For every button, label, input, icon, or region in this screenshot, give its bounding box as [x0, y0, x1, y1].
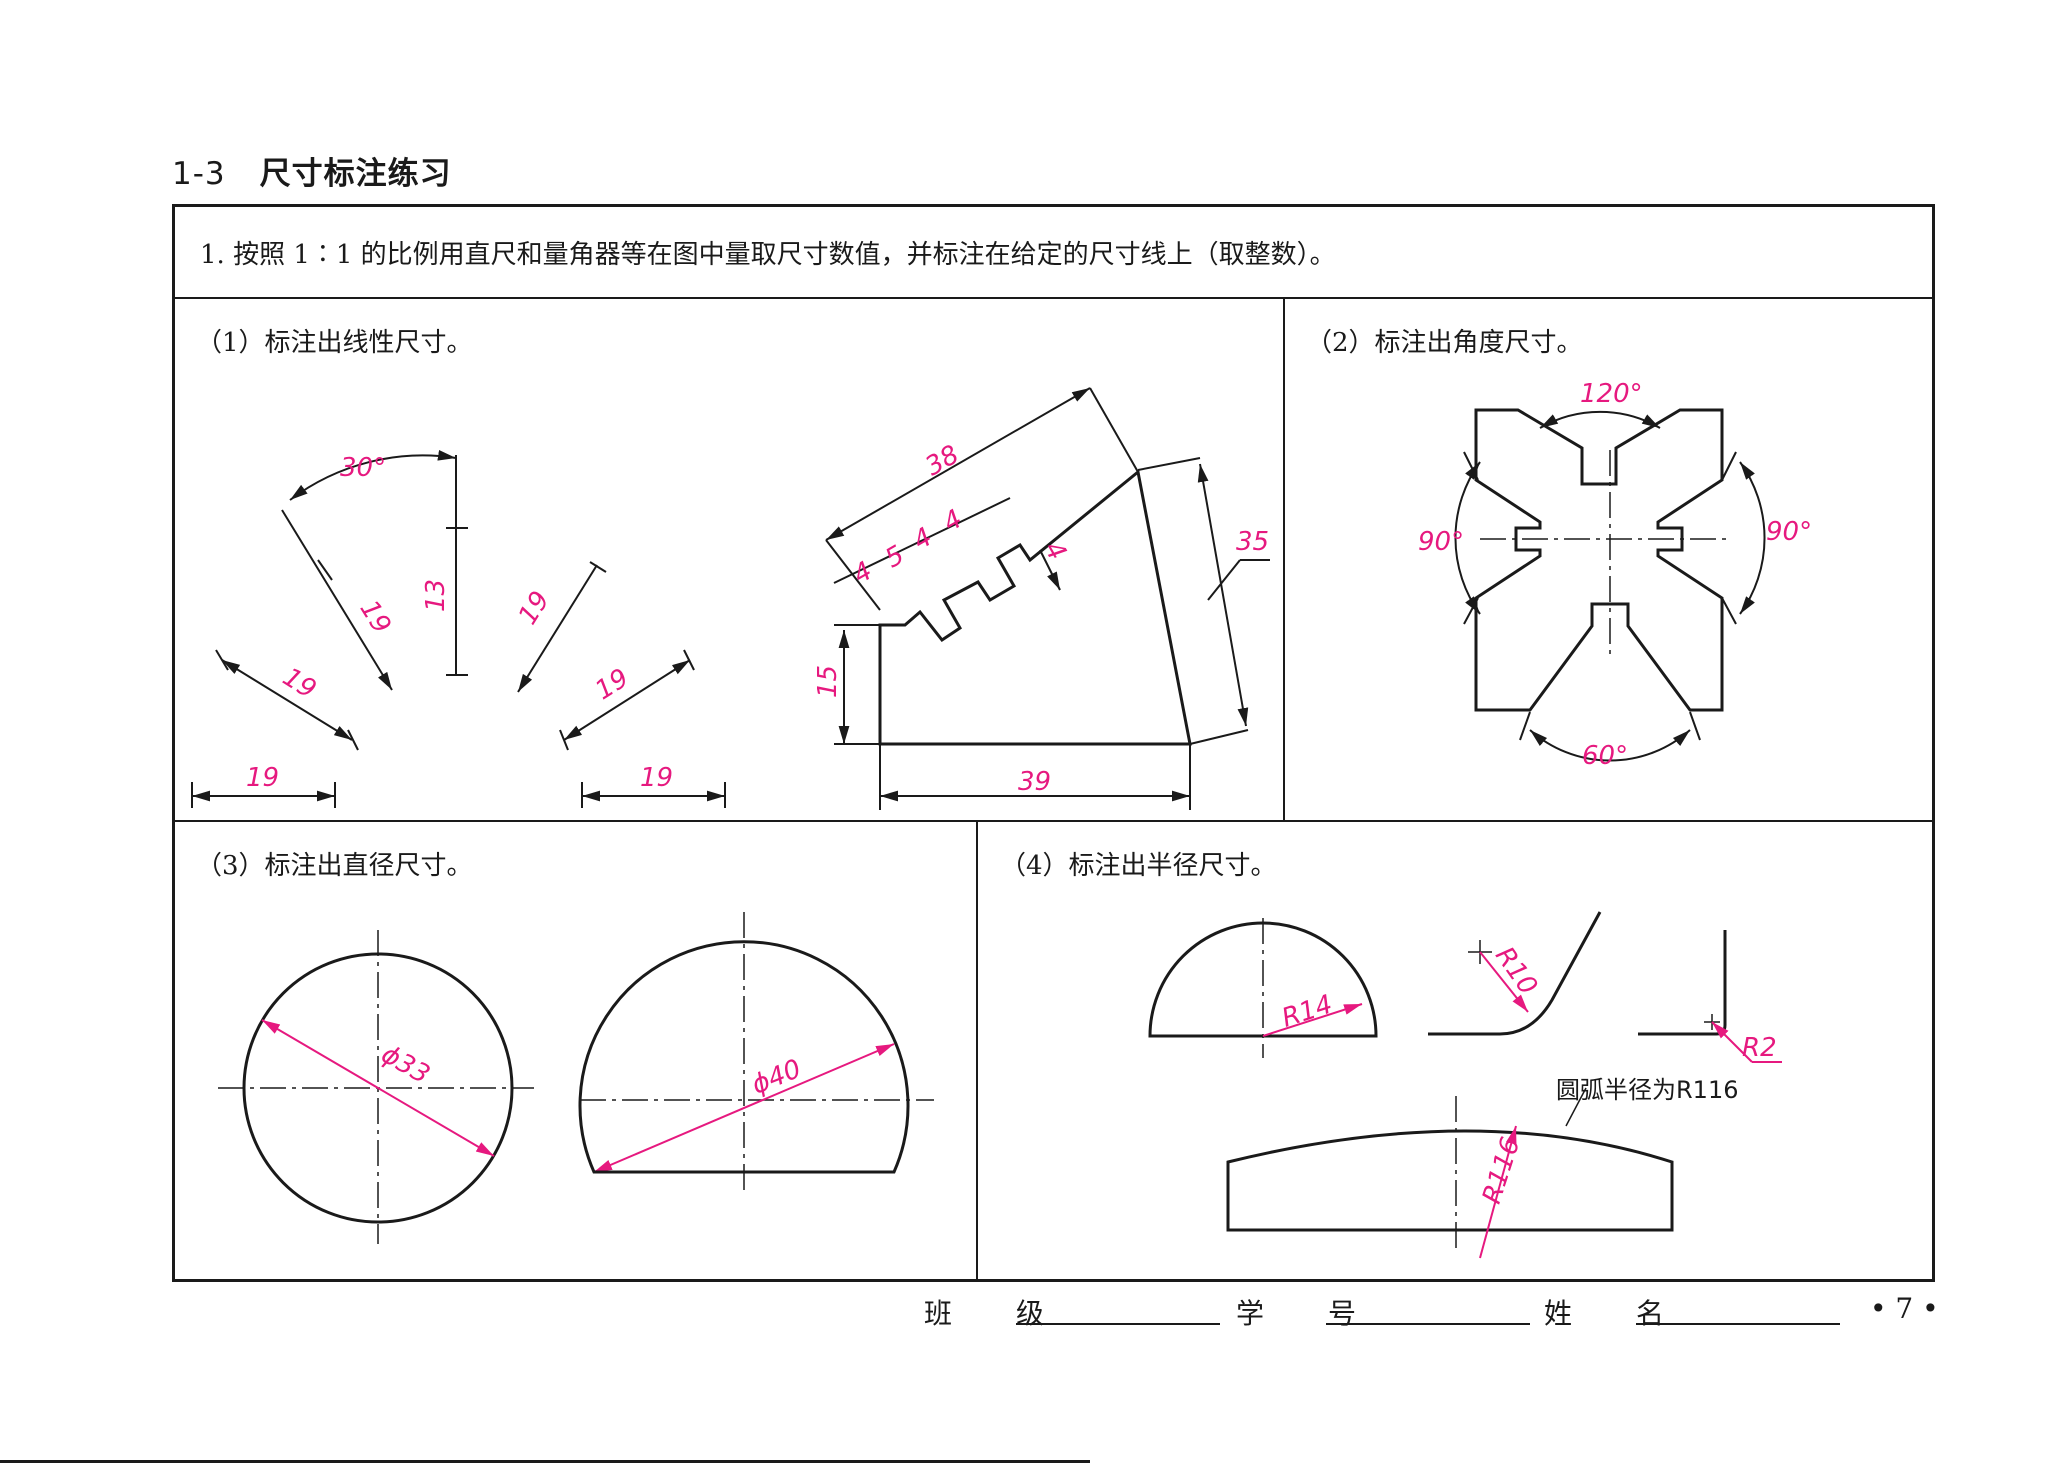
angle-part [1474, 408, 1724, 712]
panel-label-radius: （4）标注出半径尺寸。 [1000, 851, 1277, 881]
radius-lines [1262, 951, 1782, 1259]
section-number: 1-3 [172, 156, 226, 192]
footer-class-label: 班 级 [924, 1297, 1063, 1330]
dim-radius-10: R10 [1489, 942, 1543, 1001]
divider-middle [172, 820, 1935, 822]
instruction-row: 1. 按照 1∶1 的比例用直尺和量角器等在图中量取尺寸数值，并标注在给定的尺寸… [172, 204, 1935, 299]
footer-id-blank[interactable] [1326, 1323, 1530, 1325]
dim-angle-60: 60° [1582, 741, 1628, 771]
dim-angle-90-right: 90° [1766, 517, 1812, 547]
dim-radius-116: R116 [1477, 1134, 1526, 1208]
dim-bottom-right-19: 19 [640, 763, 673, 793]
dim-base-39: 39 [1018, 767, 1051, 797]
angle-arcs [1454, 410, 1766, 762]
page-number: • 7 • [1870, 1292, 1939, 1325]
footer-name-blank[interactable] [1636, 1323, 1840, 1325]
panel-label-diameter: （3）标注出直径尺寸。 [196, 851, 473, 881]
radius-note: 圆弧半径为R116 [1556, 1076, 1738, 1104]
dim-angle-90-left: 90° [1418, 527, 1464, 557]
angle-centerlines [1480, 450, 1730, 660]
dim-bottom-left-19: 19 [246, 763, 279, 793]
divider-top [1283, 299, 1285, 821]
diameter-arc-shape [578, 940, 910, 1174]
dim-fan-19b: 19 [513, 586, 556, 630]
footer-class-blank[interactable] [1016, 1323, 1220, 1325]
dim-step-5: 5 [880, 540, 909, 574]
panel-label-linear: （1）标注出线性尺寸。 [196, 328, 473, 358]
stepped-part [878, 469, 1192, 746]
dim-fan-13: 13 [421, 579, 451, 612]
dim-radius-2: R2 [1742, 1033, 1777, 1063]
dim-angle-30: 30° [340, 453, 386, 483]
dim-radius-14: R14 [1278, 989, 1336, 1033]
panel-label-angle: （2）标注出角度尺寸。 [1306, 328, 1583, 358]
dim-slant-38: 38 [921, 440, 965, 483]
dim-angle-120: 120° [1580, 379, 1643, 409]
diameter-lines [261, 1019, 895, 1173]
section-title: 1-3 尺寸标注练习 [172, 148, 452, 193]
dim-left-15: 15 [813, 665, 843, 698]
exercise-frame [172, 204, 1935, 1282]
section-heading: 尺寸标注练习 [259, 156, 452, 192]
radius-semicircle [1148, 911, 1727, 1232]
instruction-text: 1. 按照 1∶1 的比例用直尺和量角器等在图中量取尺寸数值，并标注在给定的尺寸… [200, 240, 1336, 270]
linear-fan-group [191, 449, 726, 808]
dim-right-35: 35 [1236, 527, 1269, 557]
footer-name-label: 姓 名 [1544, 1297, 1683, 1330]
dim-step-depth-4: 4 [1038, 536, 1072, 565]
dim-step-4a: 4 [848, 556, 877, 590]
dim-fan-19a: 19 [354, 595, 397, 639]
divider-bottom [976, 821, 978, 1282]
dim-step-4b: 4 [908, 522, 937, 556]
dim-diameter-33: ϕ33 [376, 1039, 435, 1090]
stepped-part-dims [825, 387, 1270, 810]
footer-id-label: 学 号 [1236, 1297, 1375, 1330]
